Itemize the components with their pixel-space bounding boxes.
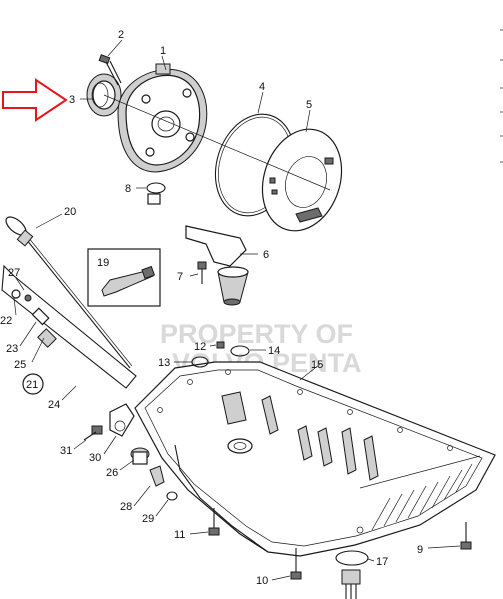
callout-numbers: 1 2 3 4 5 6 7 8 9 10 11 12 13 14 15 17 2…: [0, 29, 423, 587]
callout-11: 11: [174, 529, 185, 541]
callout-7: 7: [177, 271, 183, 283]
dipstick-tube-part: [1, 264, 137, 409]
callout-1: 1: [160, 45, 166, 57]
callout-20: 20: [64, 206, 76, 218]
callout-10: 10: [256, 575, 268, 587]
oil-sump-part: [134, 361, 496, 557]
callout-6: 6: [263, 249, 269, 261]
callout-9: 9: [417, 544, 423, 556]
sealant-inset-box: 19: [87, 248, 161, 307]
sump-baffles: [221, 391, 379, 481]
callout-26: 26: [106, 467, 118, 479]
sump-bolts: [208, 508, 472, 599]
inset-number: 19: [97, 257, 109, 269]
bolt-part: [98, 54, 122, 86]
bolt-part: [197, 261, 207, 284]
circled-label-text: 21: [26, 379, 38, 391]
callout-2: 2: [118, 29, 124, 41]
callout-22: 22: [0, 315, 12, 327]
watermark-line-1: PROPERTY OF: [160, 319, 353, 349]
callout-12: 12: [194, 341, 206, 353]
red-arrow-icon: [2, 78, 68, 122]
oil-pump-part: [117, 63, 208, 173]
callout-25: 25: [14, 359, 26, 371]
drain-fitting-part: [83, 403, 178, 501]
callout-3: 3: [69, 94, 75, 106]
sump-ribs: [371, 463, 473, 531]
sump-bolt-holes: [157, 369, 453, 534]
callout-27: 27: [8, 267, 20, 279]
assembly-axis-line: [103, 94, 331, 191]
leader-lines: [13, 39, 461, 581]
callout-23: 23: [6, 343, 18, 355]
oil-pickup-part: [147, 193, 249, 306]
callout-5: 5: [306, 99, 312, 111]
callout-31: 31: [60, 445, 72, 457]
callout-30: 30: [89, 452, 101, 464]
callout-28: 28: [120, 501, 132, 513]
callout-17: 17: [376, 556, 388, 568]
callout-15: 15: [311, 359, 323, 371]
dipstick-part: [5, 216, 133, 369]
callout-13: 13: [158, 357, 170, 369]
callout-24: 24: [48, 399, 60, 411]
circled-label-21: 21: [22, 373, 44, 395]
watermark: PROPERTY OF VOLVO PENTA: [160, 319, 362, 378]
callout-29: 29: [142, 513, 154, 525]
cover-plate-part: [261, 128, 343, 232]
callout-8: 8: [125, 183, 131, 195]
callout-4: 4: [259, 81, 265, 93]
small-o-ring-part: [146, 182, 166, 194]
callout-14: 14: [268, 345, 280, 357]
